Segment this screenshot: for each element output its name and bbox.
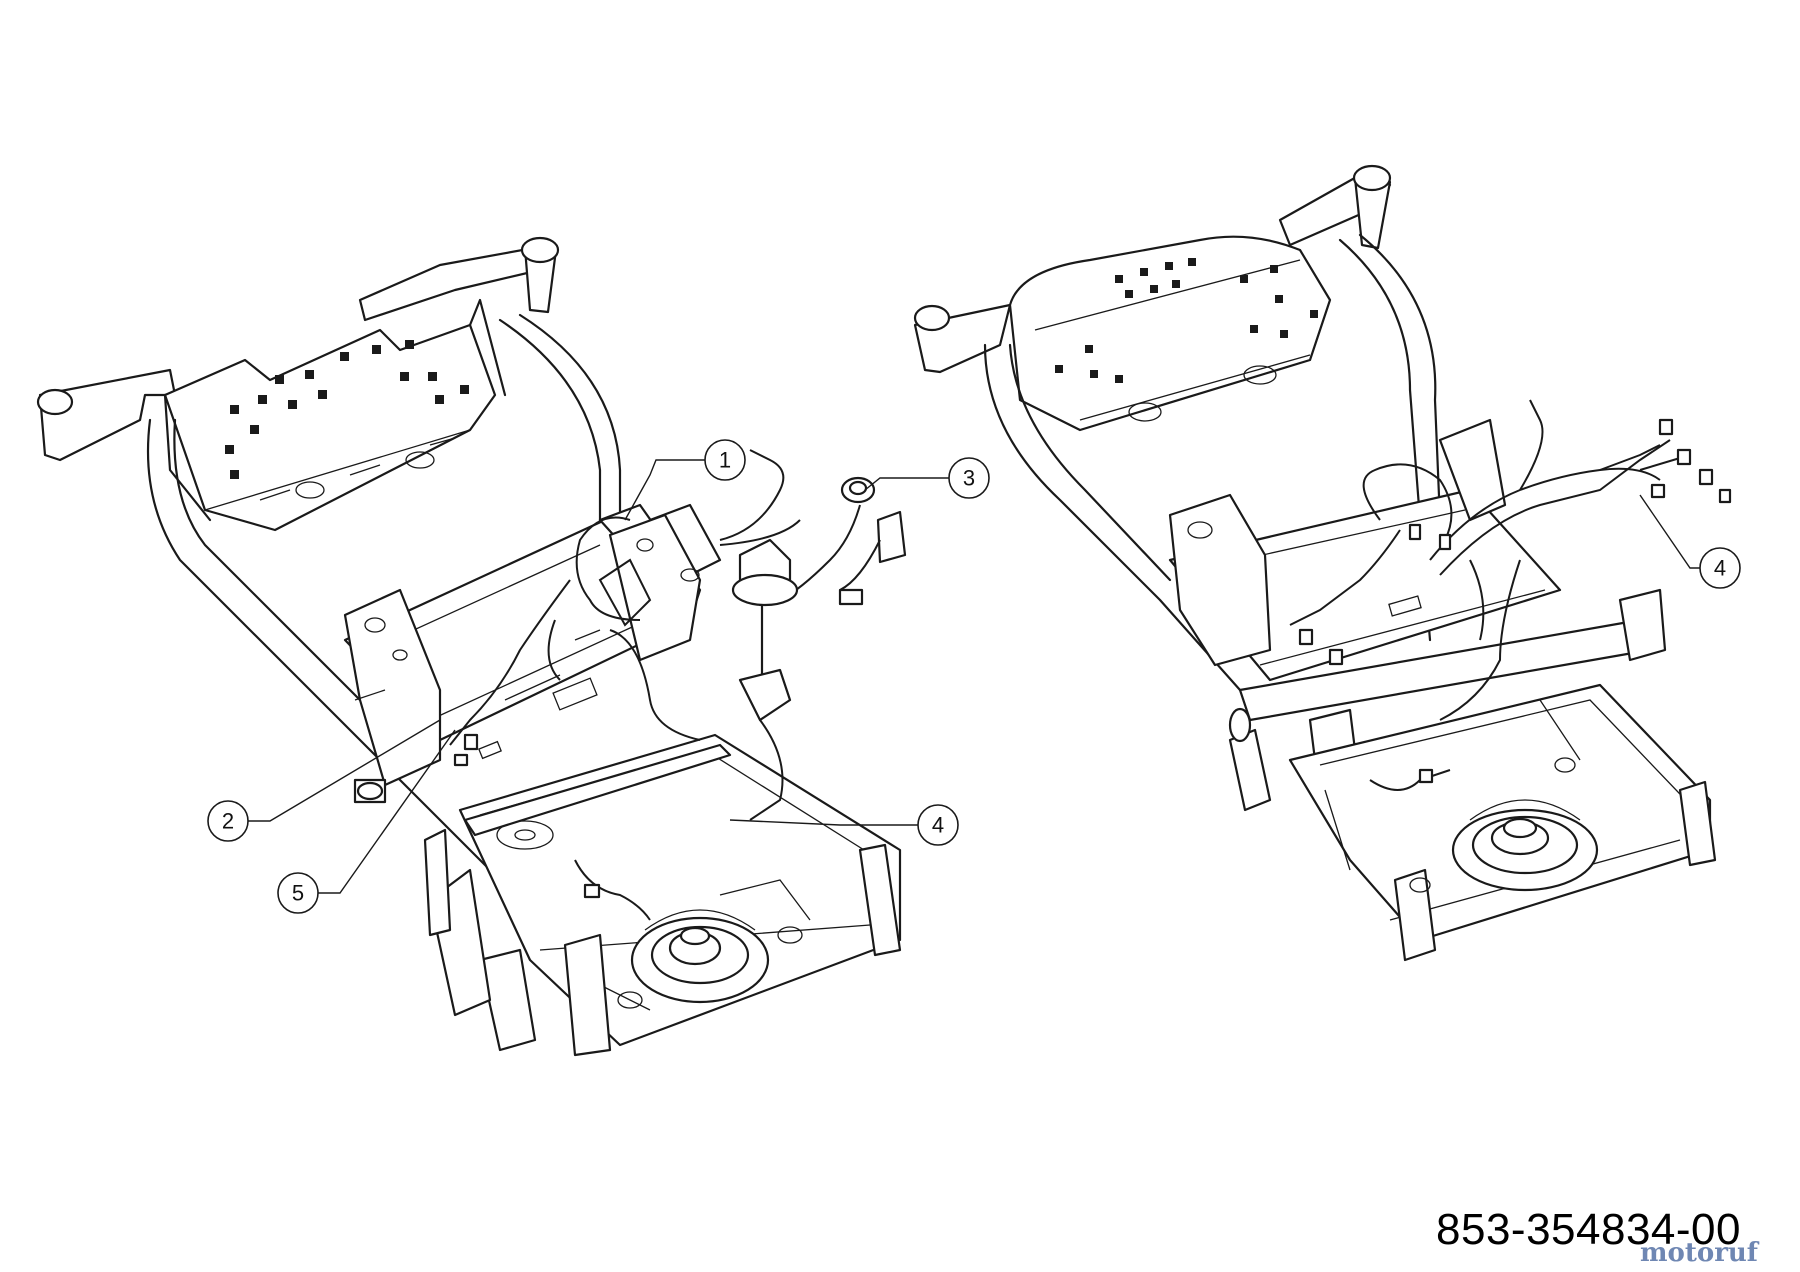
callout-1-label: 1	[719, 448, 731, 473]
callout-2-label: 2	[222, 809, 234, 834]
part-number: 853-354834-00	[1436, 1205, 1741, 1254]
left-ignition-switch	[779, 476, 907, 601]
left-bumper-arms	[36, 236, 560, 462]
watermark-logo: motoruf	[1640, 1238, 1758, 1268]
callout-1: 1	[624, 439, 746, 521]
callout-3: 3	[864, 457, 990, 499]
callout-4-left-label: 4	[932, 813, 944, 838]
left-key-socket	[731, 538, 799, 722]
callout-2: 2	[207, 719, 441, 842]
callout-5-label: 5	[292, 881, 304, 906]
left-upper-bracket	[608, 513, 702, 662]
callout-5: 5	[277, 729, 456, 914]
left-motor	[599, 879, 811, 1011]
callout-4-left: 4	[729, 804, 959, 846]
callout-3-label: 3	[963, 466, 975, 491]
left-deck-posts	[423, 828, 902, 1057]
right-motor	[1451, 799, 1599, 892]
left-control-panel	[163, 298, 507, 532]
right-bumper-arms	[913, 164, 1392, 374]
right-frame-assembly	[913, 164, 1732, 962]
right-wiring-harness	[1289, 399, 1732, 791]
right-side-brackets	[1168, 418, 1507, 812]
right-side-rails	[983, 233, 1452, 692]
left-wiring-harness	[449, 449, 864, 921]
left-side-bracket	[343, 588, 442, 804]
right-control-panel	[1008, 235, 1332, 432]
callout-4-right: 4	[1639, 494, 1741, 589]
callout-4-right-label: 4	[1714, 556, 1726, 581]
left-frame-assembly	[36, 236, 907, 1057]
